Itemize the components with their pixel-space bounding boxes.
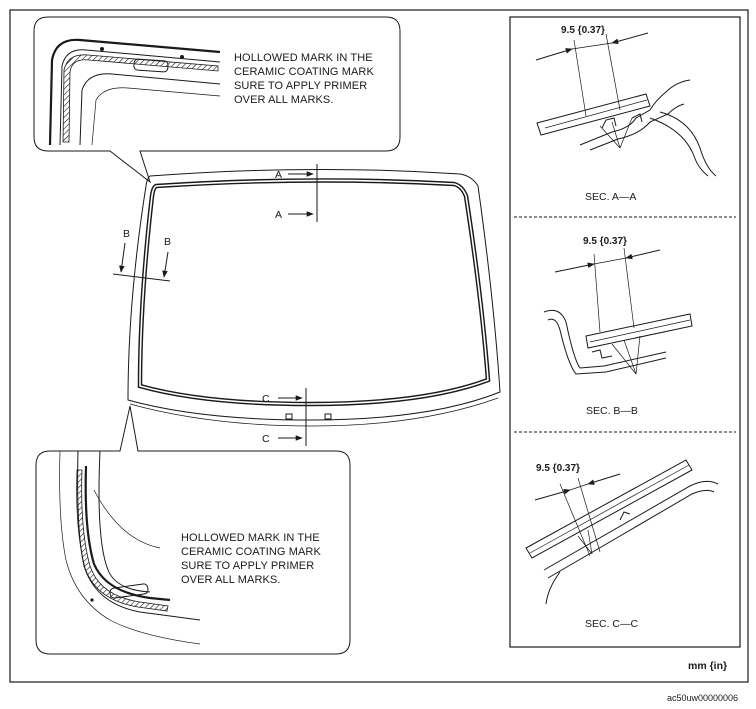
bottom-callout-line-4: OVER ALL MARKS. (181, 574, 281, 586)
label-c-top: C (262, 393, 270, 405)
top-callout-line-2: CERAMIC COATING MARK (234, 66, 374, 78)
top-callout-line-4: OVER ALL MARKS. (234, 94, 334, 106)
top-callout-line-3: SURE TO APPLY PRIMER (234, 80, 367, 92)
section-a-title: SEC. A—A (585, 191, 636, 203)
top-callout-line-1: HOLLOWED MARK IN THE (234, 52, 373, 64)
section-c-title: SEC. C—C (585, 618, 639, 630)
section-c-c: 9.5 {0.37} SEC. C—C (525, 459, 719, 630)
section-a-a: 9.5 {0.37} SEC. A—A (535, 25, 717, 203)
cut-line-b: B B (112, 228, 171, 282)
section-b-dimension: 9.5 {0.37} (583, 236, 627, 247)
bottom-callout-line-3: SURE TO APPLY PRIMER (181, 560, 314, 572)
windshield (127, 168, 501, 427)
bottom-callout-line-2: CERAMIC COATING MARK (181, 546, 321, 558)
section-b-title: SEC. B—B (586, 405, 638, 417)
bottom-callout: HOLLOWED MARK IN THE CERAMIC COATING MAR… (35, 405, 351, 655)
section-panel (509, 16, 741, 648)
top-callout: HOLLOWED MARK IN THE CERAMIC COATING MAR… (33, 16, 401, 184)
label-a-top: A (275, 169, 282, 181)
units-label: mm {in} (688, 660, 727, 672)
outer-frame (9, 9, 749, 683)
section-c-dimension: 9.5 {0.37} (536, 463, 580, 474)
label-a-bottom: A (275, 209, 282, 221)
cut-line-a: A A (275, 164, 318, 222)
section-b-b: 9.5 {0.37} SEC. B—B (543, 236, 693, 417)
section-a-dimension: 9.5 {0.37} (561, 25, 605, 36)
label-c-bottom: C (262, 433, 270, 445)
label-b-right: B (164, 236, 171, 248)
cut-line-c: C C (262, 388, 307, 446)
figure-code: ac50uw00000006 (667, 693, 738, 703)
bottom-callout-line-1: HOLLOWED MARK IN THE (181, 532, 320, 544)
label-b-left: B (123, 228, 130, 240)
